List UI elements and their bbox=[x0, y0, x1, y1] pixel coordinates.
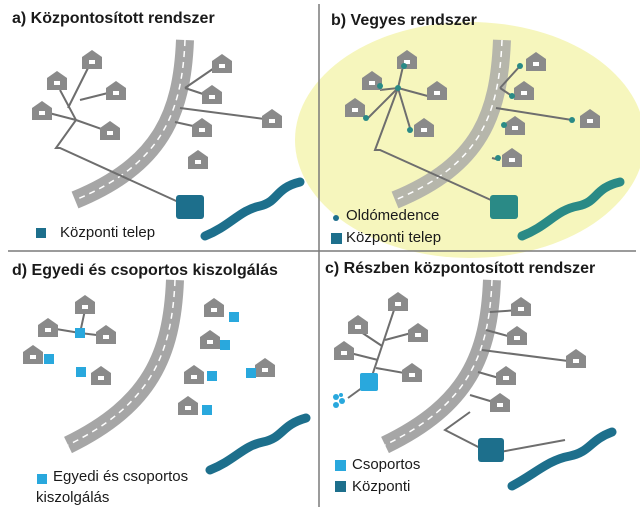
discharge-icon bbox=[333, 393, 345, 408]
house bbox=[212, 54, 232, 73]
individual-unit bbox=[44, 354, 54, 364]
panel-c-title: c) Részben központosított rendszer bbox=[325, 260, 596, 277]
legend-central-marker bbox=[331, 233, 342, 244]
legend-label-septic: Oldómedence bbox=[346, 207, 440, 224]
house bbox=[178, 396, 198, 415]
house bbox=[47, 71, 67, 90]
house bbox=[192, 118, 212, 137]
house bbox=[507, 326, 527, 345]
septic-tank bbox=[509, 93, 515, 99]
septic-tank bbox=[377, 83, 383, 89]
house bbox=[202, 85, 222, 104]
individual-unit bbox=[220, 340, 230, 350]
house bbox=[91, 366, 111, 385]
house bbox=[75, 295, 95, 314]
house bbox=[348, 315, 368, 334]
house bbox=[32, 101, 52, 120]
individual-unit bbox=[229, 312, 239, 322]
individual-units bbox=[44, 312, 256, 415]
legend-label-central: Központi telep bbox=[346, 229, 442, 246]
road-marking bbox=[394, 39, 503, 201]
house bbox=[200, 330, 220, 349]
legend-septic-marker bbox=[333, 215, 339, 221]
house bbox=[82, 50, 102, 69]
septic-tank bbox=[517, 63, 523, 69]
panel-c bbox=[333, 279, 617, 492]
group-unit bbox=[75, 328, 85, 338]
panel-b bbox=[331, 39, 625, 244]
road-marking bbox=[384, 279, 493, 446]
septic-tank bbox=[569, 117, 575, 123]
legend-label-units-line2: kiszolgálás bbox=[36, 489, 110, 506]
panel-d bbox=[23, 279, 311, 484]
septic-tanks bbox=[363, 63, 575, 161]
individual-unit bbox=[207, 371, 217, 381]
individual-unit bbox=[202, 405, 212, 415]
house bbox=[100, 121, 120, 140]
legend-unit-marker bbox=[37, 474, 47, 484]
panel-a-title: a) Központosított rendszer bbox=[12, 10, 215, 27]
central-plant bbox=[478, 438, 504, 462]
individual-unit bbox=[246, 368, 256, 378]
house bbox=[388, 292, 408, 311]
legend-group-marker bbox=[335, 460, 346, 471]
legend-label-central: Központi bbox=[352, 478, 411, 495]
panel-b-title: b) Vegyes rendszer bbox=[331, 12, 477, 29]
panel-d-title: d) Egyedi és csoportos kiszolgálás bbox=[12, 262, 278, 279]
central-plant bbox=[490, 195, 518, 219]
individual-unit bbox=[76, 367, 86, 377]
legend-central-marker bbox=[335, 481, 346, 492]
septic-tank bbox=[501, 122, 507, 128]
road-marking bbox=[74, 39, 186, 201]
house bbox=[255, 358, 275, 377]
house bbox=[106, 81, 126, 100]
house bbox=[566, 349, 586, 368]
septic-tank bbox=[495, 155, 501, 161]
house bbox=[262, 109, 282, 128]
house bbox=[184, 365, 204, 384]
septic-tank bbox=[363, 115, 369, 121]
panel-a bbox=[32, 39, 305, 241]
septic-tank bbox=[401, 63, 407, 69]
river bbox=[205, 413, 311, 475]
house bbox=[511, 297, 531, 316]
septic-tank bbox=[407, 127, 413, 133]
house bbox=[188, 150, 208, 169]
house bbox=[96, 325, 116, 344]
house bbox=[408, 323, 428, 342]
central-plant bbox=[176, 195, 204, 219]
house bbox=[496, 366, 516, 385]
septic-tank bbox=[395, 85, 401, 91]
house bbox=[490, 393, 510, 412]
river bbox=[517, 177, 625, 241]
legend-label-group: Csoportos bbox=[352, 456, 421, 473]
house bbox=[204, 298, 224, 317]
house bbox=[23, 345, 43, 364]
group-treatment-unit bbox=[360, 373, 378, 391]
legend-central-marker bbox=[36, 228, 46, 238]
house bbox=[334, 341, 354, 360]
house bbox=[38, 318, 58, 337]
river bbox=[200, 177, 305, 241]
road-marking bbox=[67, 279, 176, 446]
legend-label-central: Központi telep bbox=[60, 224, 156, 241]
legend-label-units-line1: Egyedi és csoportos bbox=[53, 468, 189, 485]
river bbox=[507, 427, 617, 491]
house bbox=[402, 363, 422, 382]
